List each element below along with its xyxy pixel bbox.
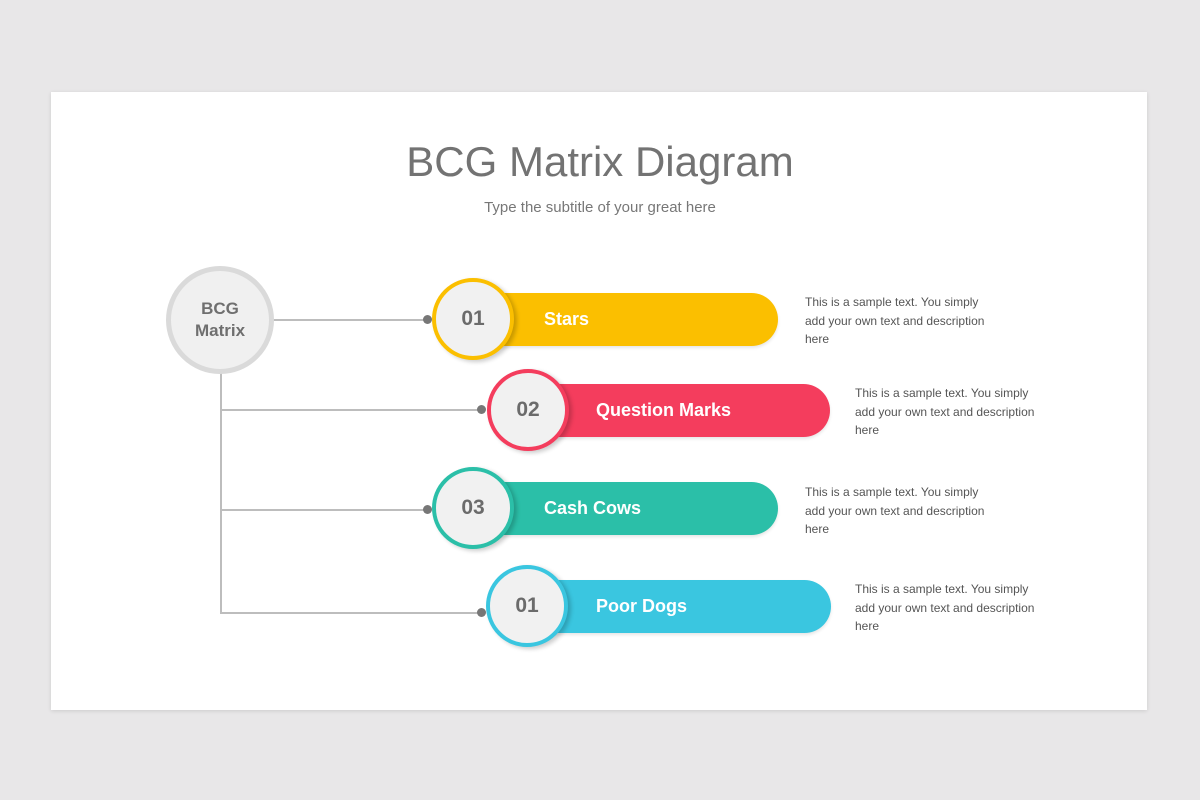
item-label: Cash Cows (544, 498, 642, 518)
item-bar-question-marks: Question Marks (524, 384, 830, 437)
connector-3 (221, 509, 428, 511)
connector-1 (270, 319, 428, 321)
item-number: 03 (461, 496, 485, 519)
item-number-circle: 02 (487, 369, 569, 451)
item-number: 01 (515, 594, 539, 617)
page-subtitle: Type the subtitle of your great here (484, 199, 716, 216)
item-label: Stars (544, 309, 590, 329)
item-number-circle: 01 (432, 278, 514, 360)
page-title: BCG Matrix Diagram (406, 138, 794, 185)
connector-dot (423, 315, 432, 324)
connector-4 (221, 612, 482, 614)
item-bar-stars: Stars (470, 293, 778, 346)
item-description: This is a sample text. You simply add yo… (855, 386, 1035, 437)
connector-dot (477, 405, 486, 414)
item-number: 01 (461, 307, 485, 330)
hub-circle: BCG Matrix (166, 266, 274, 374)
item-number-circle: 01 (486, 565, 568, 647)
item-description: This is a sample text. You simply add yo… (855, 582, 1035, 633)
hub-line-2: Matrix (194, 321, 246, 340)
item-number: 02 (516, 398, 540, 421)
connector-2 (221, 409, 482, 411)
item-bar-cash-cows: Cash Cows (470, 482, 778, 535)
item-description: This is a sample text. You simply add yo… (805, 295, 985, 346)
item-number-circle: 03 (432, 467, 514, 549)
hub-line-1: BCG (201, 299, 239, 318)
item-description: This is a sample text. You simply add yo… (805, 485, 985, 536)
connector-dot (423, 505, 432, 514)
connector-dot (477, 608, 486, 617)
item-label: Question Marks (596, 400, 732, 420)
item-bar-poor-dogs: Poor Dogs (524, 580, 831, 633)
item-label: Poor Dogs (596, 596, 688, 616)
connector-vertical (220, 360, 222, 614)
